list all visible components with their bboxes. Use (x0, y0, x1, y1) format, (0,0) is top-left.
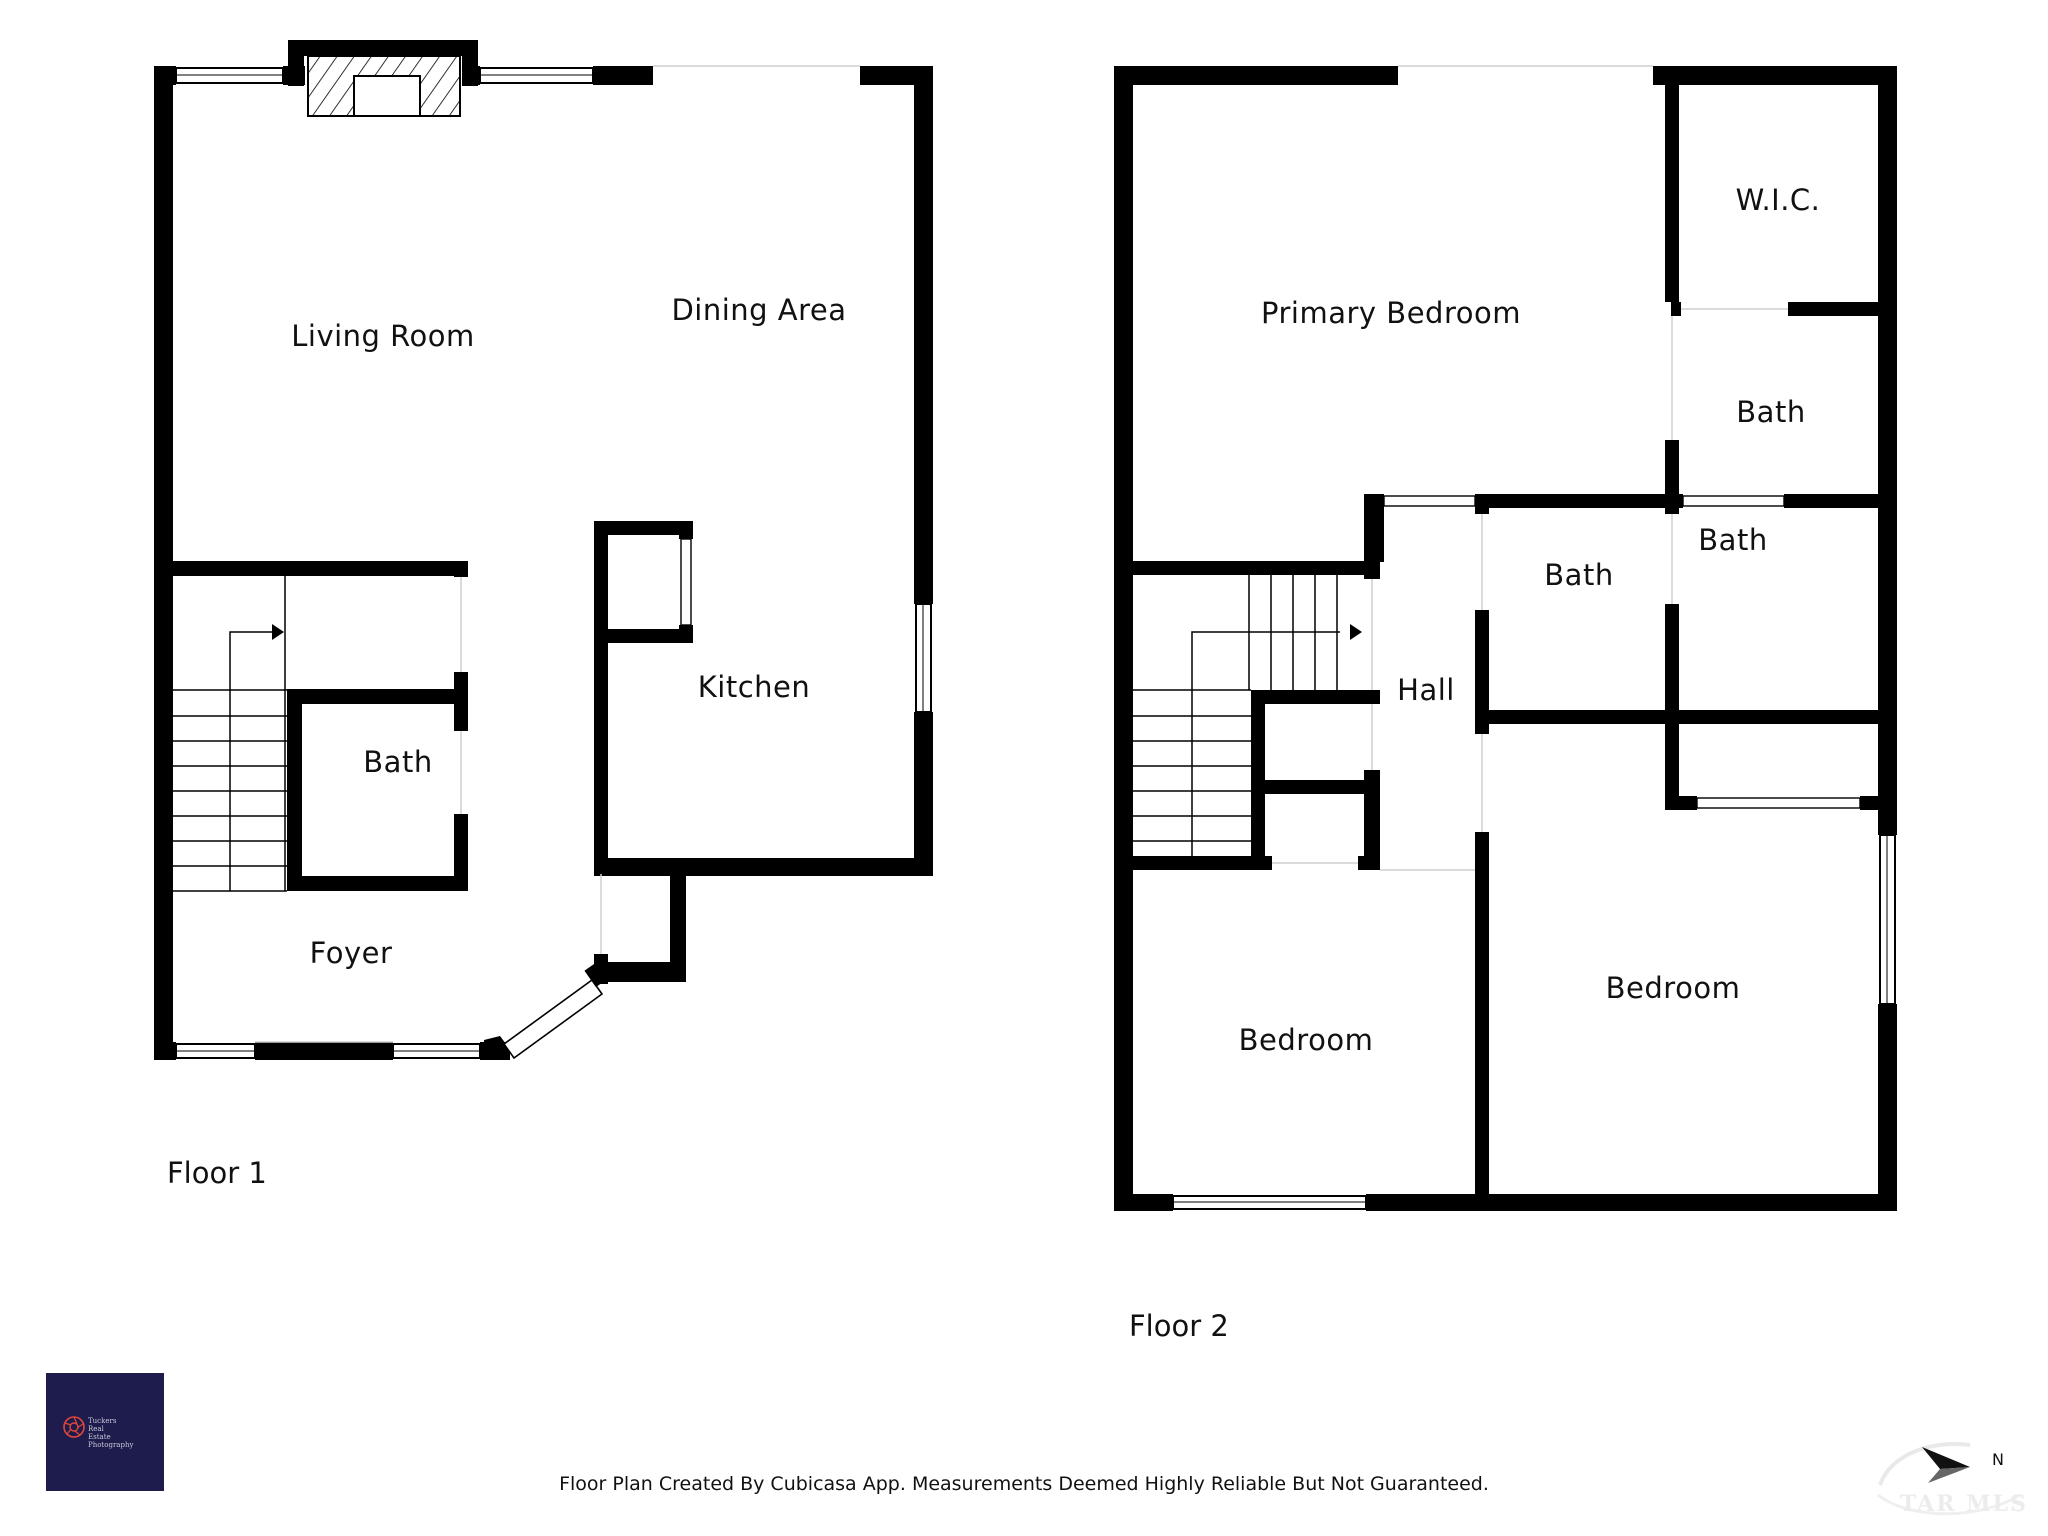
stair-arrow (272, 624, 284, 640)
wall (1653, 66, 1897, 85)
wall (594, 521, 693, 535)
wall (594, 858, 608, 874)
wall (454, 814, 468, 891)
wall (255, 1042, 393, 1060)
wall (593, 66, 653, 85)
wall (1475, 832, 1489, 1211)
wall (670, 858, 686, 982)
wall (1475, 610, 1489, 734)
wall (1364, 770, 1380, 865)
wall (154, 66, 176, 85)
wall (1114, 561, 1380, 575)
wall (1364, 561, 1380, 579)
wall (154, 561, 468, 576)
wall (594, 629, 693, 643)
wall (594, 521, 608, 876)
wall (1364, 494, 1384, 508)
wall (1665, 66, 1679, 302)
wall (1475, 494, 1489, 514)
room-label-dining-area: Dining Area (671, 293, 847, 327)
wall (1665, 604, 1679, 810)
room-label-bedroom-left: Bedroom (1238, 1023, 1374, 1057)
wall (1114, 1194, 1173, 1211)
opening (680, 538, 692, 626)
wall (1878, 66, 1897, 835)
wall (1358, 856, 1380, 870)
photographer-logo: Tuckers Real Estate Photography (46, 1373, 164, 1491)
wall (1788, 302, 1897, 316)
wall (608, 858, 933, 876)
footer-disclaimer: Floor Plan Created By Cubicasa App. Meas… (559, 1473, 1489, 1495)
room-label-wic: W.I.C. (1735, 183, 1821, 217)
compass-north-icon: TAR MLS N (1877, 1442, 2028, 1517)
wall (454, 689, 468, 731)
wall (1671, 302, 1681, 316)
wall (1251, 780, 1380, 794)
room-label-bath-hall: Bath (1544, 558, 1614, 592)
wall (1114, 66, 1398, 85)
wall (1784, 494, 1897, 508)
wall (1251, 690, 1265, 865)
room-label-bath-second: Bath (1698, 523, 1768, 557)
wall (287, 689, 468, 704)
logo-text: Tuckers Real Estate Photography (88, 1417, 134, 1449)
floor-2-plan (1114, 65, 1897, 1211)
wall (287, 876, 468, 891)
wall (1114, 856, 1272, 870)
room-label-bath: Bath (363, 745, 433, 779)
fireplace-side (288, 40, 304, 86)
wall (914, 66, 933, 604)
opening (1383, 495, 1476, 507)
wall (594, 962, 686, 982)
room-label-kitchen: Kitchen (697, 670, 811, 704)
stair-arrow (1350, 624, 1362, 640)
wall (1364, 494, 1384, 562)
wall (1475, 710, 1897, 724)
svg-text:TAR MLS: TAR MLS (1900, 1491, 2028, 1517)
fireplace-hearth (353, 75, 421, 117)
fireplace-side (462, 40, 478, 86)
north-label: N (1992, 1450, 2004, 1469)
wall (1665, 440, 1679, 508)
wall (1665, 796, 1697, 810)
room-label-hall: Hall (1397, 673, 1455, 707)
room-label-living-room: Living Room (291, 319, 475, 353)
wall (1251, 690, 1380, 704)
opening (1696, 797, 1861, 809)
wall (679, 625, 693, 643)
room-label-bath-primary: Bath (1736, 395, 1806, 429)
wall (1475, 494, 1683, 508)
fireplace-back-wall (288, 40, 478, 56)
wall (1878, 1004, 1897, 1211)
wall (287, 689, 302, 891)
wall (679, 521, 693, 539)
wall (154, 1042, 176, 1060)
angled-entry (502, 978, 604, 1060)
wall (1665, 494, 1679, 514)
room-label-bedroom-right: Bedroom (1605, 971, 1741, 1005)
wall (914, 712, 933, 876)
room-label-primary-bedroom: Primary Bedroom (1261, 296, 1521, 330)
camera-aperture-icon (63, 1416, 85, 1438)
opening (1682, 495, 1785, 507)
floor-2-label: Floor 2 (1129, 1309, 1229, 1343)
wall (484, 1036, 512, 1060)
staircase (173, 576, 287, 892)
floor-1-plan (154, 40, 933, 1060)
wall (454, 561, 468, 577)
wall (1366, 1194, 1897, 1211)
wall (1860, 796, 1897, 810)
floor-1-label: Floor 1 (167, 1156, 267, 1190)
wall (1114, 66, 1133, 1211)
room-label-foyer: Foyer (309, 936, 393, 970)
staircase (1133, 575, 1340, 856)
